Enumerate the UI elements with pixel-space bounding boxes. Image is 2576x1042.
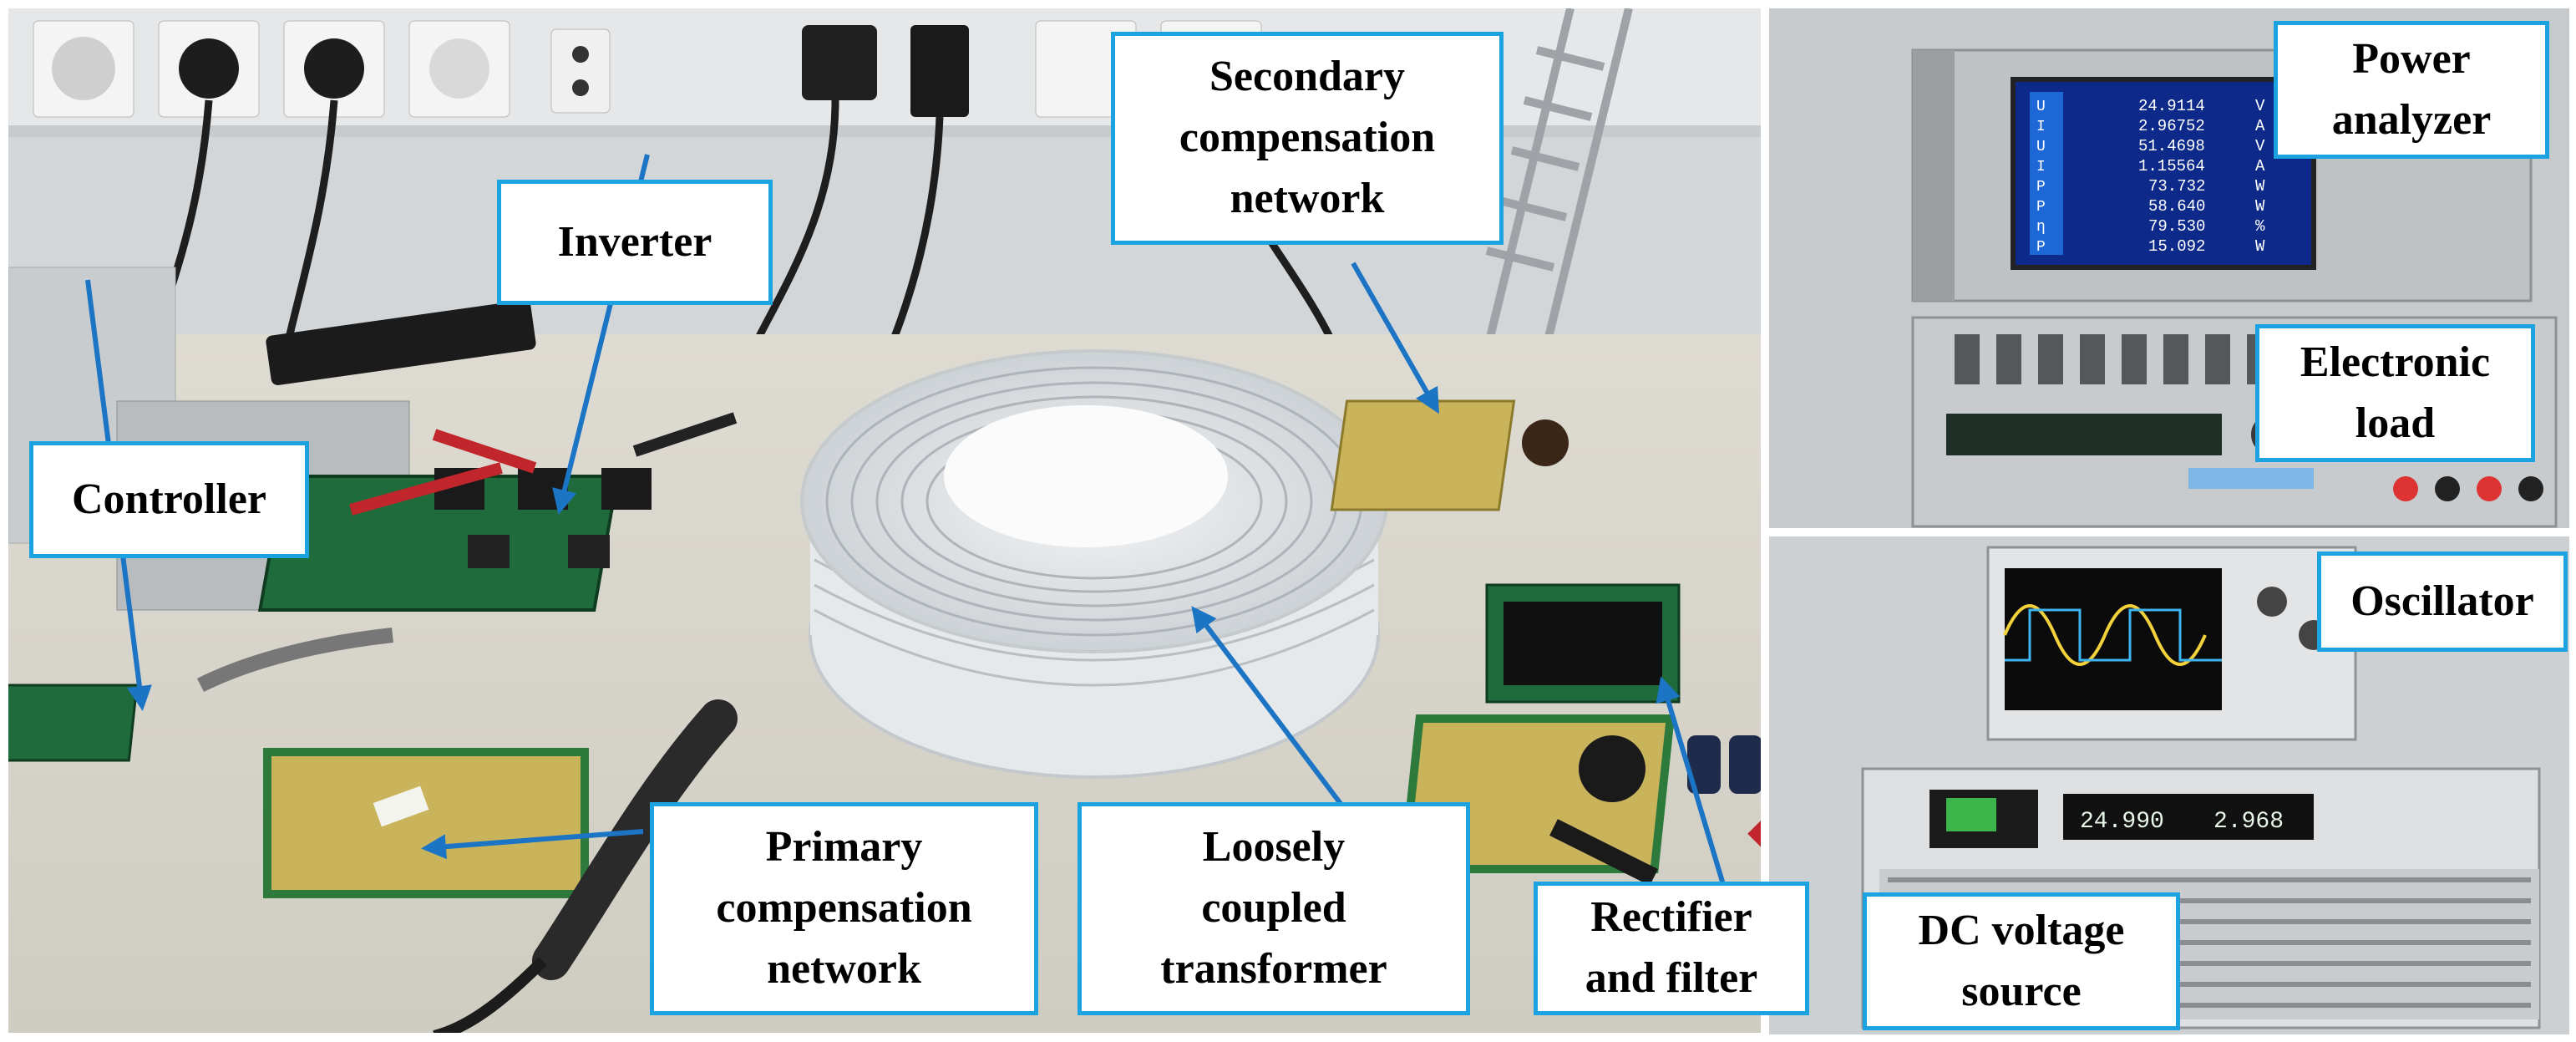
readout-unit: W [2255, 237, 2265, 256]
readout-unit: A [2255, 157, 2265, 175]
dc-source-voltage: 24.990 [2080, 809, 2164, 835]
readout-unit: % [2255, 217, 2265, 236]
readout-unit: W [2255, 197, 2265, 216]
readout-name: I [2036, 159, 2046, 175]
readout-name: η [2036, 219, 2046, 236]
readout-unit: W [2255, 177, 2265, 196]
primary-compensation-board [263, 748, 589, 898]
label-primary-compensation-network: Primary compensation network [650, 802, 1038, 1015]
readout-unit: V [2255, 137, 2265, 155]
readout-name: P [2036, 179, 2046, 196]
readout-unit: V [2255, 97, 2265, 115]
secondary-compensation-board [1330, 399, 1569, 511]
arrow-secondary [1351, 262, 1439, 414]
loosely-coupled-transformer [800, 349, 1388, 779]
readout-value: 51.4698 [2138, 137, 2205, 155]
arrow-rectifier [1656, 676, 1727, 891]
readout-name: U [2036, 99, 2046, 115]
cable-rack [1483, 8, 1633, 353]
readout-name: I [2036, 119, 2046, 135]
readout-value: 2.96752 [2138, 117, 2205, 135]
readout-value: 58.640 [2148, 197, 2205, 216]
arrow-primary [421, 829, 644, 860]
filter-board [1399, 714, 1761, 886]
rectifier-board [1485, 583, 1681, 704]
readout-value: 73.732 [2148, 177, 2205, 196]
readout-value: 15.092 [2148, 237, 2205, 256]
label-power-analyzer: Power analyzer [2274, 21, 2549, 159]
readout-name: P [2036, 199, 2046, 216]
arrow-transformer [1191, 606, 1351, 816]
readout-name: P [2036, 239, 2046, 256]
readout-value: 79.530 [2148, 217, 2205, 236]
label-dc-voltage-source: DC voltage source [1863, 892, 2180, 1030]
label-secondary-compensation-network: Secondary compensation network [1111, 32, 1504, 245]
dc-source-current: 2.968 [2213, 809, 2284, 835]
readout-value: 1.15564 [2138, 157, 2205, 175]
label-oscillator: Oscillator [2317, 551, 2568, 652]
label-controller: Controller [29, 441, 309, 558]
readout-value: 24.9114 [2138, 97, 2205, 115]
dc-source-readouts: 24.990 2.968 [2080, 809, 2284, 835]
controller-board [8, 628, 393, 762]
wall-sockets [33, 20, 1262, 118]
power-analyzer-readouts: 24.9114 V 2.96752 A 51.4698 V 1.15564 A … [2138, 97, 2265, 256]
readout-name: U [2036, 139, 2046, 155]
label-rectifier-and-filter: Rectifier and filter [1534, 882, 1809, 1015]
label-loosely-coupled-transformer: Loosely coupled transformer [1078, 802, 1470, 1015]
label-electronic-load: Electronic load [2255, 324, 2535, 462]
label-inverter: Inverter [497, 180, 773, 305]
readout-unit: A [2255, 117, 2265, 135]
inverter-board [257, 468, 652, 612]
